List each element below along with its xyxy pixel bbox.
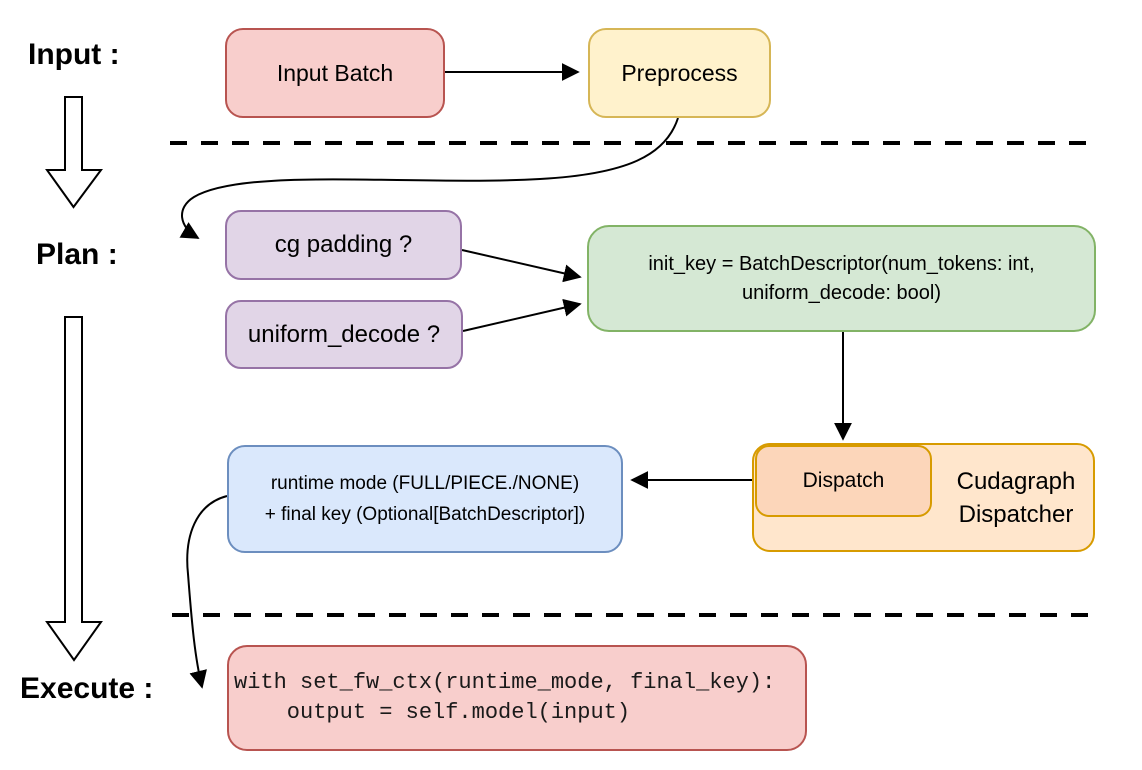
- node-preprocess-label: Preprocess: [621, 59, 738, 86]
- node-dispatch: Dispatch: [755, 445, 932, 517]
- edge-cg-padding-to-init-key: [461, 249, 582, 283]
- node-uniform-decode-label: uniform_decode ?: [247, 320, 441, 348]
- node-init-key: init_key = BatchDescriptor(num_tokens: i…: [587, 225, 1096, 332]
- node-execute-code-line1: with set_fw_ctx(runtime_mode, final_key)…: [234, 670, 776, 695]
- input-stage-arrow: [45, 96, 103, 209]
- node-input-batch: Input Batch: [225, 28, 445, 118]
- stage-label-execute: Execute :: [20, 672, 154, 705]
- edge-uniform-decode-to-init-key: [462, 298, 582, 332]
- stage-label-input: Input :: [28, 38, 120, 71]
- node-init-key-line2: uniform_decode: bool): [741, 281, 941, 304]
- node-cudagraph-dispatcher-line2: Dispatcher: [958, 500, 1074, 528]
- node-execute-code: with set_fw_ctx(runtime_mode, final_key)…: [227, 645, 807, 751]
- node-cudagraph-dispatcher-line1: Cudagraph: [956, 467, 1076, 495]
- node-runtime-mode-line2: + final key (Optional[BatchDescriptor]): [264, 504, 586, 525]
- node-runtime-mode-line1: runtime mode (FULL/PIECE./NONE): [270, 473, 580, 494]
- node-cudagraph-dispatcher-label: Cudagraph Dispatcher: [939, 445, 1093, 550]
- node-dispatch-label: Dispatch: [802, 469, 885, 492]
- stage-label-plan: Plan :: [36, 238, 118, 271]
- edge-preprocess-to-cg-padding: [179, 117, 679, 239]
- plan-stage-arrow: [45, 316, 103, 662]
- node-preprocess: Preprocess: [588, 28, 771, 118]
- node-init-key-line1: init_key = BatchDescriptor(num_tokens: i…: [648, 252, 1035, 275]
- node-cg-padding: cg padding ?: [225, 210, 462, 280]
- edge-runtime-mode-to-execute-code: [186, 495, 228, 689]
- node-uniform-decode: uniform_decode ?: [225, 300, 463, 369]
- node-runtime-mode: runtime mode (FULL/PIECE./NONE) + final …: [227, 445, 623, 553]
- node-execute-code-line2: output = self.model(input): [234, 700, 631, 725]
- node-input-batch-label: Input Batch: [276, 59, 394, 86]
- node-cg-padding-label: cg padding ?: [274, 231, 413, 258]
